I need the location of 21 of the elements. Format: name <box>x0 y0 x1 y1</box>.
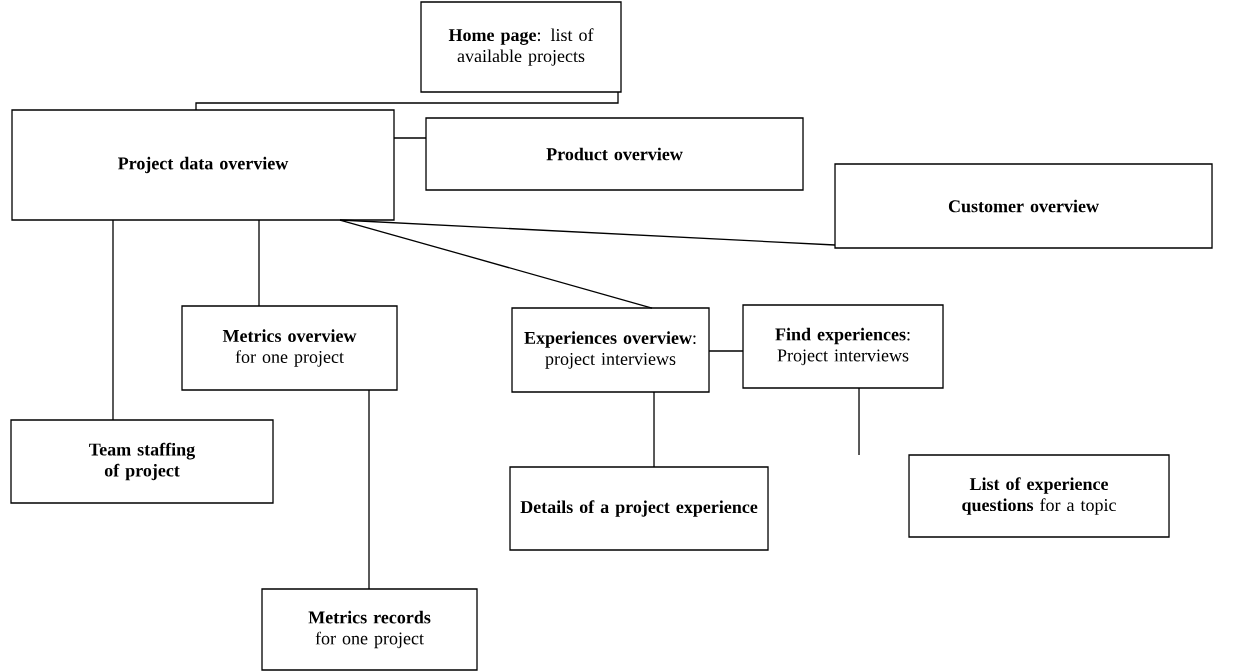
connector-line <box>368 389 370 590</box>
page-box: Team staffing of project <box>10 419 274 504</box>
connector-line <box>339 219 653 309</box>
page-box: Metrics records for one project <box>261 588 478 671</box>
page-box: Home page: list of available projects <box>420 1 622 93</box>
page-box: Details of a project experience <box>509 466 769 551</box>
connector-line <box>258 219 260 307</box>
page-box: List of experience questions for a topic <box>908 454 1170 538</box>
connector-line <box>112 219 114 421</box>
page-box: Find experiences: Project interviews <box>742 304 944 389</box>
connector-line <box>653 391 655 468</box>
page-box: Product overview <box>425 117 804 191</box>
connector-line <box>195 91 619 111</box>
page-box: Customer overview <box>834 163 1213 249</box>
page-box: Project data overview <box>11 109 395 221</box>
connector-line <box>339 219 836 246</box>
connector-line <box>708 350 744 352</box>
connector-line <box>858 387 860 456</box>
page-box: Metrics overview for one project <box>181 305 398 391</box>
connector-line <box>393 137 427 139</box>
page-box: Experiences overview: project interviews <box>511 307 710 393</box>
